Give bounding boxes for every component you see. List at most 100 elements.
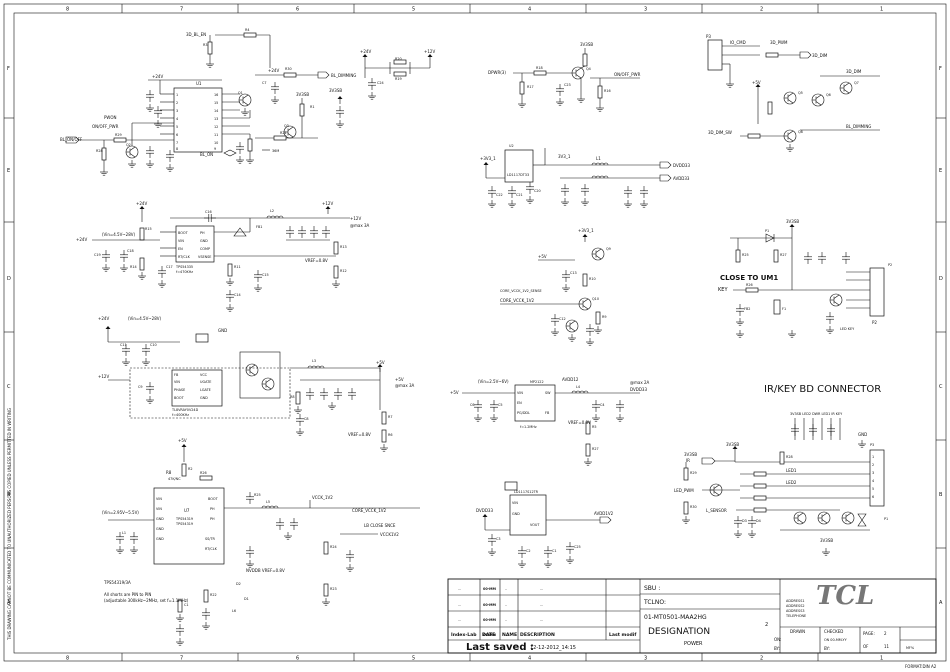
rev-number: 2 bbox=[765, 622, 768, 628]
svg-text:R30: R30 bbox=[690, 505, 697, 509]
svg-text:C20: C20 bbox=[534, 189, 541, 193]
lb-close-label: LB CLOSE SNCE bbox=[364, 523, 396, 528]
chip-u1-pins-right: 16 15 14 13 12 11 10 9 bbox=[214, 93, 218, 151]
address-2: ADDRESS2 bbox=[786, 604, 805, 608]
svg-text:...: ... bbox=[458, 603, 461, 607]
svg-text:TPS54319: TPS54319 bbox=[175, 517, 193, 521]
svg-text:L2: L2 bbox=[270, 209, 274, 213]
net-label-avdd12: AVDD12 bbox=[562, 377, 579, 382]
svg-text:FB: FB bbox=[545, 411, 550, 415]
svg-text:PH: PH bbox=[210, 517, 215, 521]
svg-text:12: 12 bbox=[214, 125, 218, 129]
row-label-left: A bbox=[7, 600, 11, 606]
net-label-v5a: +5V bbox=[752, 80, 761, 85]
col-label-top: 1 bbox=[880, 7, 883, 13]
col-label-top: 2 bbox=[760, 7, 763, 13]
svg-text:1: 1 bbox=[176, 93, 178, 97]
row-label-left: F bbox=[7, 66, 10, 72]
chip-u6-ld1117 bbox=[509, 494, 547, 536]
svg-text:...: ... bbox=[458, 633, 461, 637]
svg-text:R6: R6 bbox=[388, 433, 393, 437]
svg-text:9: 9 bbox=[214, 147, 216, 151]
svg-text:P3: P3 bbox=[706, 34, 711, 39]
svg-text:SW: SW bbox=[545, 391, 551, 395]
svg-text:D1: D1 bbox=[244, 597, 249, 601]
svg-text:P2: P2 bbox=[888, 263, 892, 267]
svg-text:VIN: VIN bbox=[156, 507, 162, 511]
svg-text:RT/CLK: RT/CLK bbox=[178, 255, 191, 259]
svg-text:PG/DDL: PG/DDL bbox=[517, 411, 530, 415]
net-label-5v-in: +5V bbox=[450, 390, 459, 395]
svg-text:C25: C25 bbox=[574, 545, 581, 549]
net-label-dvdd33b: DVDD33 bbox=[630, 387, 647, 392]
svg-text:P3: P3 bbox=[870, 443, 874, 447]
svg-text:C3: C3 bbox=[496, 537, 501, 541]
hdr-last-modif: Last modif bbox=[609, 632, 637, 638]
net-label-bl-dimming: BL_DIMMING bbox=[331, 73, 356, 78]
svg-text:00-MM: 00-MM bbox=[483, 618, 496, 622]
svg-text:LD1117DT33: LD1117DT33 bbox=[507, 173, 529, 177]
buck-1v2-block: +5V R8 47K/NC VIN VIN GND GND GND BOOT P… bbox=[102, 438, 420, 646]
svg-text:VCC: VCC bbox=[200, 373, 208, 377]
note-pin-to-pin: All shorts are PIN to PIN bbox=[104, 592, 151, 597]
svg-text:10: 10 bbox=[214, 141, 218, 145]
backlight-control-block: 3D_BL_EN +24V BL_DIMMING U1 1 2 3 4 5 6 … bbox=[60, 32, 356, 176]
svg-text:...: ... bbox=[540, 618, 543, 622]
chip-u1-pins-left: 1 2 3 4 5 6 7 8 bbox=[176, 93, 178, 151]
svg-text:R21: R21 bbox=[280, 131, 287, 135]
vref-note-3: VREF=0.8V bbox=[568, 420, 591, 425]
col-label-bottom: 7 bbox=[180, 656, 183, 662]
revision-rows: ... 00-MM .. ... ... 00-MM .. ... ... 00… bbox=[458, 587, 543, 637]
col-label-top: 6 bbox=[296, 7, 299, 13]
checked-by: BY: bbox=[824, 646, 830, 651]
telephone: TELEPHONE bbox=[785, 614, 806, 618]
freq-note-3: f=1.2MHz bbox=[520, 425, 537, 429]
svg-text:GND: GND bbox=[156, 527, 164, 531]
svg-text:VCCK1V2: VCCK1V2 bbox=[380, 532, 399, 537]
svg-text:C16: C16 bbox=[205, 210, 212, 214]
row-markers-right: F E D C B A bbox=[936, 66, 946, 606]
svg-text:6: 6 bbox=[176, 133, 178, 137]
net-label-3v3sb-c: 3V3SB bbox=[580, 42, 593, 47]
net-label-3v3sb-b: 3V3SB bbox=[329, 88, 342, 93]
svg-text:4: 4 bbox=[176, 117, 178, 121]
svg-text:LD1117S12TR: LD1117S12TR bbox=[514, 490, 539, 494]
svg-text:R12: R12 bbox=[340, 269, 347, 273]
hdr-description: DESCRIPTION bbox=[520, 632, 555, 638]
net-label-3d-dim: 3D_DIM bbox=[812, 53, 828, 58]
row-label-left: D bbox=[7, 276, 11, 282]
net-label-l-sensor: L_SENSOR bbox=[706, 508, 727, 513]
svg-text:PH: PH bbox=[200, 231, 205, 235]
svg-text:R18: R18 bbox=[536, 66, 543, 70]
svg-text:R25: R25 bbox=[742, 253, 749, 257]
svg-text:L1: L1 bbox=[122, 531, 126, 535]
net-label-bl-on: BL_ON bbox=[200, 152, 213, 157]
net-label-3d-pwm: 3D_PWM bbox=[770, 40, 788, 45]
hdr-index-lab: Index-Lab bbox=[451, 632, 477, 638]
row-markers-left: F E D C B A bbox=[4, 66, 14, 606]
net-label-io-cmd: IO_CMD bbox=[730, 40, 746, 45]
svg-text:PHASE: PHASE bbox=[174, 388, 185, 392]
svg-text:R29: R29 bbox=[115, 133, 122, 137]
svg-text:RT/CLK: RT/CLK bbox=[205, 547, 218, 551]
net-label-3d-bl-en: 3D_BL_EN bbox=[186, 32, 206, 37]
svg-text:R15: R15 bbox=[145, 227, 152, 231]
svg-text:00-MM: 00-MM bbox=[483, 603, 496, 607]
svg-text:VIN: VIN bbox=[174, 380, 180, 384]
net-label-avdd1v2: AVDD1V2 bbox=[594, 511, 614, 516]
svg-text:4: 4 bbox=[872, 479, 874, 483]
svg-text:U7: U7 bbox=[184, 508, 190, 513]
svg-text:R17: R17 bbox=[527, 85, 534, 89]
row-label-left: E bbox=[7, 168, 10, 174]
net-label-bl-onoff: BL_ON/OFF bbox=[60, 137, 83, 142]
svg-text:...: ... bbox=[540, 587, 543, 591]
svg-text:2: 2 bbox=[872, 463, 874, 467]
checked-on: ON 00-MM-YY bbox=[824, 638, 848, 642]
address-1: ADDRESS1 bbox=[786, 599, 805, 603]
svg-text:R4: R4 bbox=[245, 28, 250, 32]
svg-text:FB2: FB2 bbox=[744, 307, 750, 311]
svg-text:VSENSE: VSENSE bbox=[198, 255, 211, 259]
svg-text:6: 6 bbox=[872, 495, 874, 499]
svg-text:Q7: Q7 bbox=[854, 81, 859, 85]
net-label-3v3-1c: +3V3_1 bbox=[578, 228, 594, 233]
